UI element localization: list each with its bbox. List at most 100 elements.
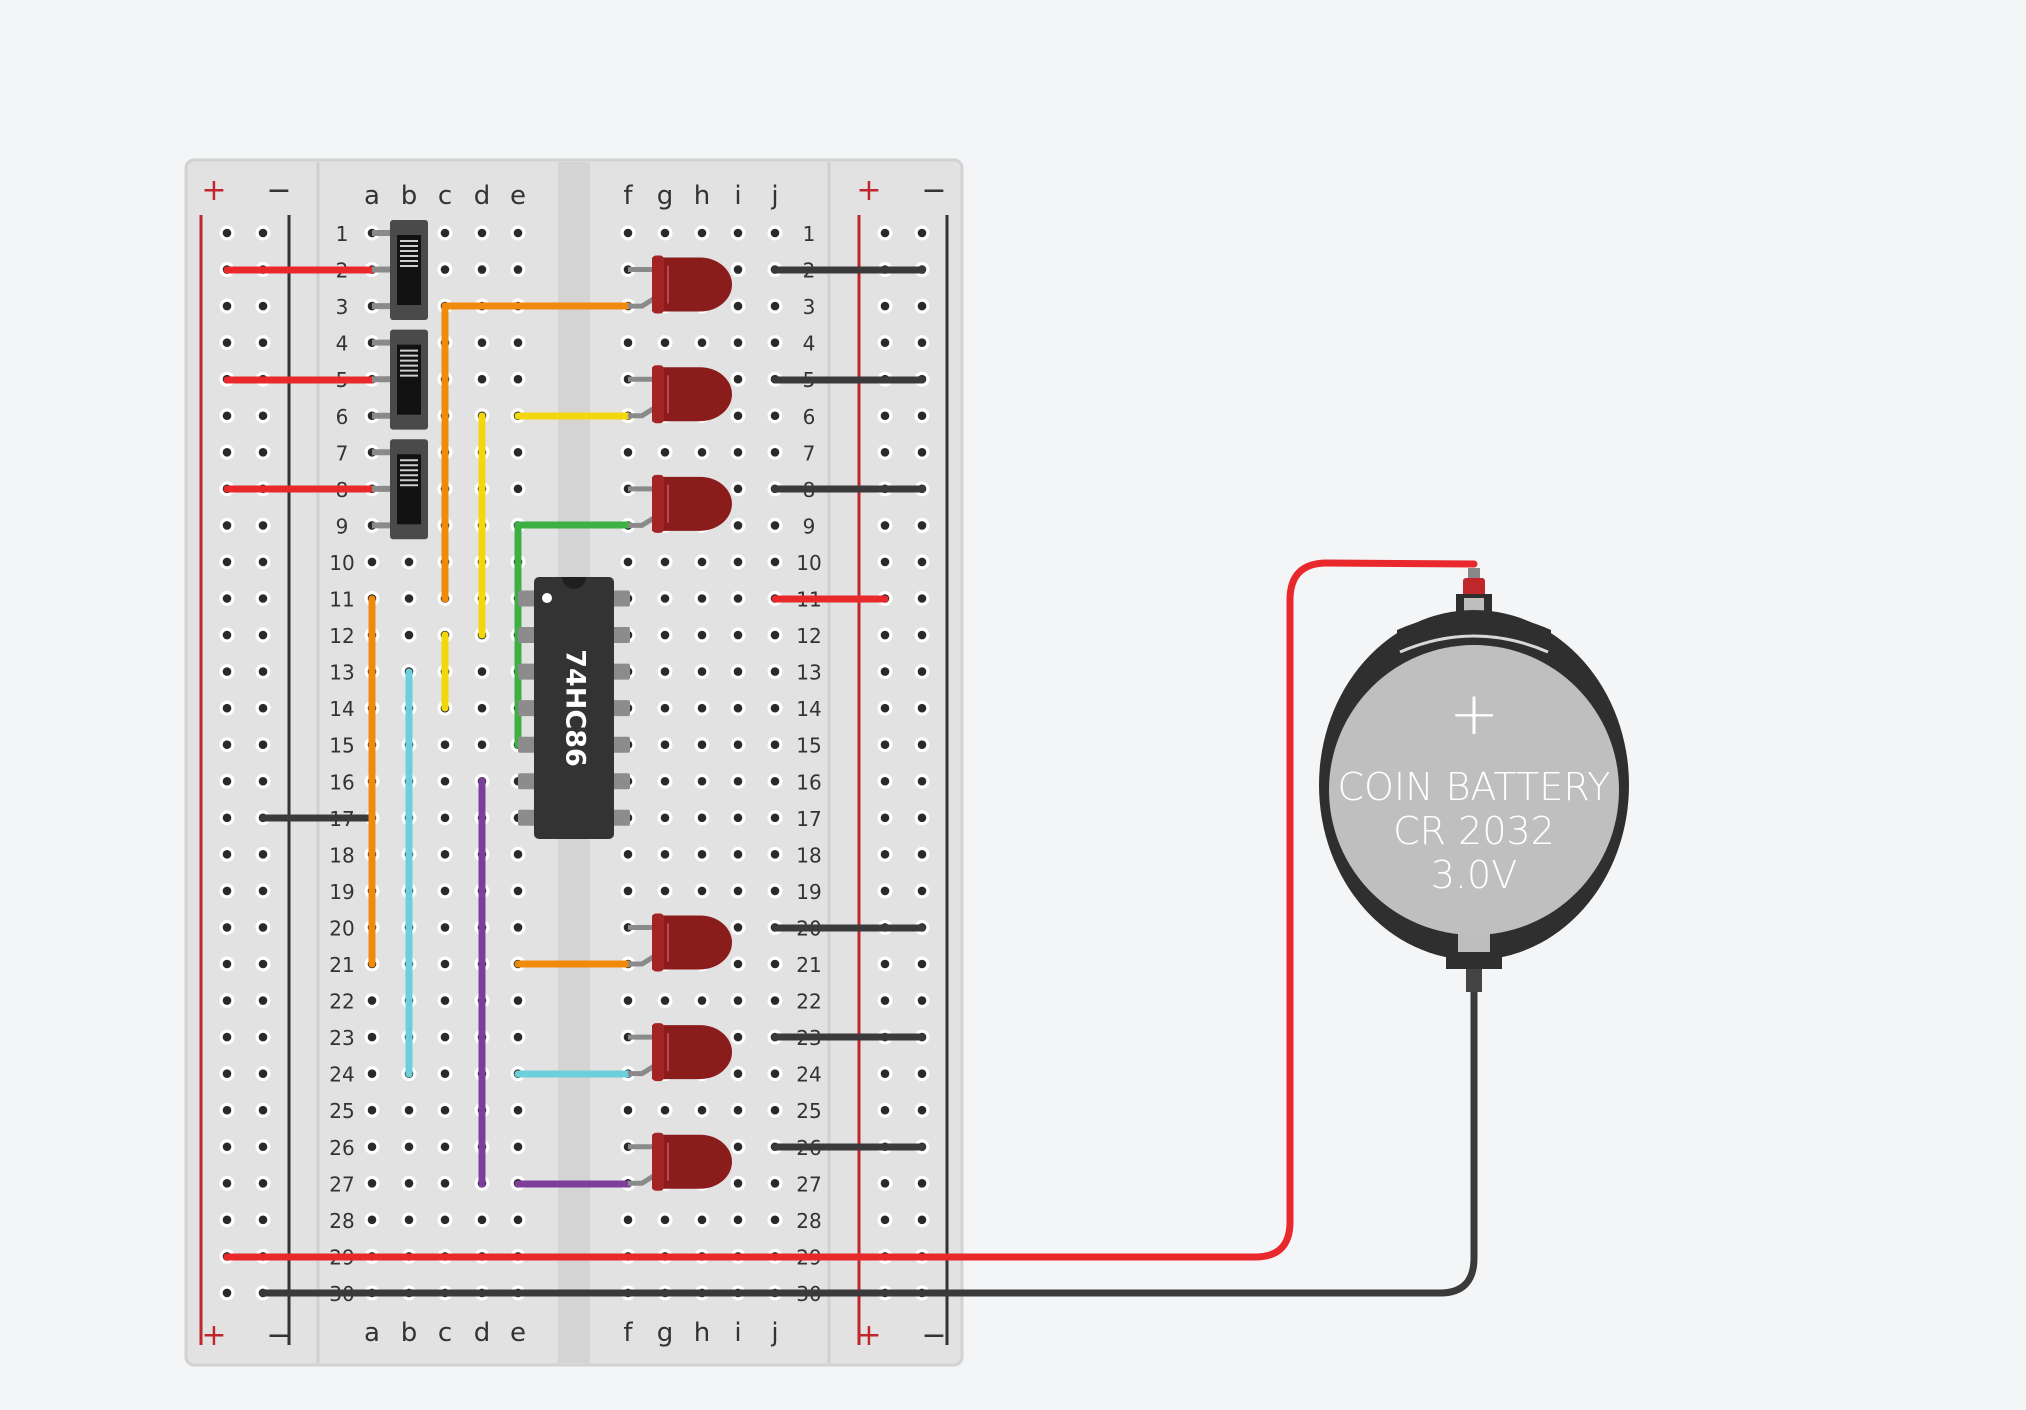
led-1[interactable] — [628, 255, 732, 314]
hole-center — [258, 923, 268, 932]
hole-center — [623, 557, 633, 567]
hole-center — [917, 740, 927, 749]
wire-battery-negative[interactable] — [259, 986, 1478, 1297]
hole-center — [733, 1069, 743, 1078]
hole-center — [880, 813, 890, 823]
hole-center — [770, 1069, 780, 1078]
ic-pin-right — [610, 700, 630, 717]
hole-center — [222, 1105, 232, 1115]
col-label-i-top: i — [734, 181, 741, 211]
hole-center — [880, 301, 890, 311]
hole-center — [880, 740, 890, 749]
hole-center — [367, 1215, 377, 1225]
led-4[interactable] — [628, 913, 732, 972]
rail-plus-bottom-left: + — [201, 1318, 226, 1353]
hole-center — [440, 923, 450, 932]
hole-center — [697, 1215, 707, 1225]
hole-center — [733, 776, 743, 786]
hole-center — [697, 1105, 707, 1115]
row-label-left: 10 — [329, 551, 354, 575]
hole-center — [623, 1215, 633, 1225]
hole-center — [880, 1215, 890, 1225]
hole-center — [440, 265, 450, 274]
hole-center — [697, 886, 707, 896]
hole-center — [222, 959, 232, 969]
battery-plus-mark: + — [1449, 679, 1499, 749]
hole-center — [697, 667, 707, 676]
hole-center — [917, 886, 927, 896]
hole-center — [440, 228, 450, 238]
hole-center — [880, 667, 890, 676]
row-label-right: 25 — [796, 1099, 821, 1123]
hole-center — [770, 338, 780, 347]
led-5[interactable] — [628, 1023, 732, 1082]
led-2[interactable] — [628, 365, 732, 424]
slide-switch-3[interactable] — [372, 439, 428, 540]
hole-center — [367, 996, 377, 1005]
row-label-right: 4 — [803, 332, 816, 356]
hole-center — [440, 776, 450, 786]
slide-switch-1[interactable] — [372, 220, 428, 320]
hole-center — [660, 338, 670, 347]
hole-center — [733, 1179, 743, 1188]
hole-center — [258, 850, 268, 859]
hole-center — [623, 448, 633, 457]
hole-center — [660, 1215, 670, 1225]
wire-battery-positive[interactable] — [223, 559, 1478, 1261]
hole-center — [733, 1105, 743, 1115]
hole-center — [770, 411, 780, 421]
hole-center — [697, 338, 707, 347]
hole-center — [880, 448, 890, 457]
slide-switch-2[interactable] — [372, 329, 428, 430]
hole-center — [697, 557, 707, 567]
hole-center — [440, 886, 450, 896]
hole-center — [917, 521, 927, 530]
hole-center — [733, 411, 743, 421]
hole-center — [222, 1032, 232, 1042]
row-label-left: 19 — [329, 880, 354, 904]
hole-center — [917, 594, 927, 603]
hole-center — [222, 594, 232, 603]
hole-center — [513, 265, 523, 274]
hole-center — [367, 1105, 377, 1115]
hole-center — [880, 959, 890, 969]
hole-center — [258, 557, 268, 567]
hole-center — [513, 1215, 523, 1225]
row-label-left: 26 — [329, 1136, 354, 1160]
hole-center — [880, 411, 890, 421]
wire-orange-top[interactable] — [441, 302, 632, 603]
hole-center — [770, 886, 780, 896]
hole-center — [222, 1215, 232, 1225]
col-label-e-top: e — [510, 181, 526, 211]
led-6[interactable] — [628, 1132, 732, 1191]
hole-center — [733, 813, 743, 823]
hole-center — [513, 448, 523, 457]
battery-label-line2: CR 2032 — [1393, 809, 1555, 853]
row-label-right: 3 — [803, 295, 816, 319]
hole-center — [367, 1179, 377, 1188]
hole-center — [770, 521, 780, 530]
coin-battery[interactable]: + COIN BATTERY CR 2032 3.0V — [1319, 568, 1629, 992]
hole-center — [733, 959, 743, 969]
ic-pin-right — [610, 663, 630, 680]
hole-center — [222, 228, 232, 238]
hole-center — [733, 996, 743, 1005]
hole-center — [770, 703, 780, 713]
hole-center — [660, 630, 670, 640]
hole-center — [917, 228, 927, 238]
row-label-right: 7 — [803, 441, 816, 465]
hole-center — [770, 667, 780, 676]
hole-center — [917, 959, 927, 969]
ic-pin-right — [610, 773, 630, 790]
led-3[interactable] — [628, 474, 732, 533]
rail-plus-top-left: + — [201, 173, 226, 208]
ic-74hc86[interactable]: 74HC86 — [518, 577, 630, 839]
hole-center — [660, 703, 670, 713]
hole-center — [917, 301, 927, 311]
hole-center — [258, 667, 268, 676]
hole-center — [477, 740, 487, 749]
hole-center — [258, 1032, 268, 1042]
hole-center — [367, 1032, 377, 1042]
battery-label-line3: 3.0V — [1431, 853, 1517, 897]
